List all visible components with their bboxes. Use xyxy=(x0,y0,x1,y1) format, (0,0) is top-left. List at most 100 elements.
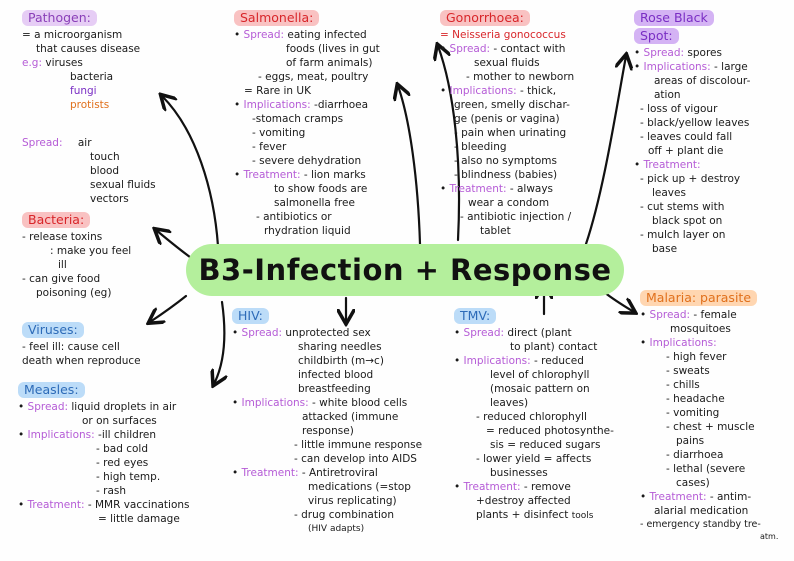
gonorrhoea-impl-1: - thick, xyxy=(520,85,557,97)
gonorrhoea-spread-1: - contact with xyxy=(493,43,566,55)
rose-black-spot-section: Rose Black Spot: • Spread: spores • Impl… xyxy=(634,10,790,256)
tmv-treat-4: tools xyxy=(571,511,594,521)
viruses-line-1: - feel ill: cause cell xyxy=(22,341,120,353)
tmv-implications-label: Implications: xyxy=(463,355,531,367)
arrow-to-rose-black-spot xyxy=(584,56,626,246)
arrow-to-salmonella xyxy=(398,86,422,246)
measles-impl-2: - bad cold xyxy=(96,443,149,455)
salmonella-impl-5: - severe dehydration xyxy=(252,155,362,167)
malaria-impl-4: - headache xyxy=(666,393,725,405)
hiv-treat-4: - drug combination xyxy=(294,509,394,521)
malaria-impl-9: - lethal (severe xyxy=(666,463,746,475)
malaria-spread-label: Spread: xyxy=(649,309,691,321)
salmonella-implications-label: Implications: xyxy=(243,99,311,111)
tmv-impl-3: (mosaic pattern on xyxy=(490,383,590,395)
rbs-treat-3: - cut stems with xyxy=(640,201,725,213)
tmv-spread-label: Spread: xyxy=(463,327,505,339)
gonorrhoea-impl-5: - bleeding xyxy=(454,141,507,153)
rbs-impl-7: off + plant die xyxy=(648,145,724,157)
gonorrhoea-spread-label: Spread: xyxy=(449,43,491,55)
measles-impl-1: -ill children xyxy=(98,429,157,441)
tmv-section: TMV: • Spread: direct (plant to plant) c… xyxy=(454,308,634,523)
malaria-treatment-label: Treatment: xyxy=(649,491,707,503)
hiv-spread-3: childbirth (m→c) xyxy=(298,355,384,367)
viruses-section: Viruses: - feel ill: cause cell death wh… xyxy=(22,322,222,368)
rbs-impl-2: areas of discolour- xyxy=(654,75,751,87)
bacteria-line-2: : make you feel xyxy=(50,245,132,257)
bacteria-line-1: - release toxins xyxy=(22,231,103,243)
malaria-implications-label: Implications: xyxy=(649,337,717,349)
pathogen-spread-5: vectors xyxy=(90,193,129,205)
hiv-heading: HIV: xyxy=(232,308,269,324)
salmonella-treatment-label: Treatment: xyxy=(243,169,301,181)
tmv-treat-1: - remove xyxy=(523,481,571,493)
pathogen-spread: Spread: air touch blood sexual fluids ve… xyxy=(22,136,172,206)
pathogen-spread-3: blood xyxy=(90,165,120,177)
malaria-section: Malaria: parasite • Spread: - female mos… xyxy=(640,290,792,541)
rbs-impl-5: - black/yellow leaves xyxy=(640,117,750,129)
malaria-treat-2: alarial medication xyxy=(654,505,749,517)
salmonella-spread-1: eating infected xyxy=(287,29,367,41)
hiv-impl-4: - little immune response xyxy=(294,439,423,451)
gonorrhoea-treat-4: tablet xyxy=(480,225,511,237)
rose-black-spot-heading-1: Rose Black xyxy=(634,10,714,26)
hiv-spread-1: unprotected sex xyxy=(285,327,371,339)
measles-impl-5: - rash xyxy=(96,485,127,497)
rbs-impl-3: ation xyxy=(654,89,681,101)
malaria-spread-2: mosquitoes xyxy=(670,323,731,335)
gonorrhoea-impl-3: ge (penis or vagina) xyxy=(454,113,560,125)
pathogen-spread-1: air xyxy=(77,137,92,149)
pathogen-def-2: that causes disease xyxy=(36,43,141,55)
salmonella-spread-5: = Rare in UK xyxy=(244,85,311,97)
malaria-impl-5: - vomiting xyxy=(666,407,720,419)
hiv-spread-label: Spread: xyxy=(241,327,283,339)
measles-spread-label: Spread: xyxy=(27,401,69,413)
measles-heading: Measles: xyxy=(18,382,85,398)
malaria-treat-3: - emergency standby tre- xyxy=(640,519,761,530)
malaria-heading: Malaria: parasite xyxy=(640,290,758,306)
bacteria-line-4: - can give food xyxy=(22,273,101,285)
malaria-impl-6: - chest + muscle xyxy=(666,421,755,433)
malaria-impl-3: - chills xyxy=(666,379,700,391)
salmonella-impl-2: -stomach cramps xyxy=(252,113,344,125)
tmv-spread-1: direct (plant xyxy=(507,327,572,339)
gonorrhoea-subtitle: = Neisseria gonococcus xyxy=(440,29,566,41)
tmv-treatment-label: Treatment: xyxy=(463,481,521,493)
viruses-line-2: death when reproduce xyxy=(22,355,141,367)
tmv-impl-7: sis = reduced sugars xyxy=(490,439,601,451)
gonorrhoea-impl-6: - also no symptoms xyxy=(454,155,557,167)
hiv-treatment-label: Treatment: xyxy=(241,467,299,479)
gonorrhoea-treat-1: - always xyxy=(509,183,554,195)
hiv-treat-5: (HIV adapts) xyxy=(308,524,365,534)
bacteria-heading: Bacteria: xyxy=(22,212,91,228)
rbs-impl-6: - leaves could fall xyxy=(640,131,733,143)
measles-impl-3: - red eyes xyxy=(96,457,149,469)
tmv-impl-1: - reduced xyxy=(534,355,584,367)
pathogen-spread-2: touch xyxy=(90,151,120,163)
malaria-impl-7: pains xyxy=(676,435,705,447)
rose-black-spot-heading-2: Spot: xyxy=(634,28,679,44)
hiv-implications-label: Implications: xyxy=(241,397,309,409)
gonorrhoea-impl-2: green, smelly dischar- xyxy=(454,99,570,111)
malaria-treat-1: - antim- xyxy=(709,491,752,503)
rbs-treatment-label: Treatment: xyxy=(643,159,701,171)
salmonella-section: Salmonella: • Spread: eating infected fo… xyxy=(234,10,424,238)
tmv-impl-2: level of chlorophyll xyxy=(490,369,590,381)
pathogen-eg-4: protists xyxy=(70,99,110,111)
pathogen-eg-3: fungi xyxy=(70,85,97,97)
viruses-heading: Viruses: xyxy=(22,322,84,338)
rbs-spread-1: spores xyxy=(687,47,722,59)
hiv-spread-5: breastfeeding xyxy=(298,383,371,395)
arrow-to-pathogen xyxy=(162,96,220,248)
rbs-impl-4: - loss of vigour xyxy=(640,103,718,115)
pathogen-eg-1: viruses xyxy=(45,57,83,69)
measles-implications-label: Implications: xyxy=(27,429,95,441)
gonorrhoea-impl-7: - blindness (babies) xyxy=(454,169,558,181)
tmv-impl-5: - reduced chlorophyll xyxy=(476,411,587,423)
hiv-impl-2: attacked (immune xyxy=(302,411,399,423)
tmv-treat-2: +destroy affected xyxy=(476,495,571,507)
salmonella-spread-4: - eggs, meat, poultry xyxy=(258,71,369,83)
rbs-treat-1: - pick up + destroy xyxy=(640,173,741,185)
tmv-treat-3: plants + disinfect xyxy=(476,509,569,521)
